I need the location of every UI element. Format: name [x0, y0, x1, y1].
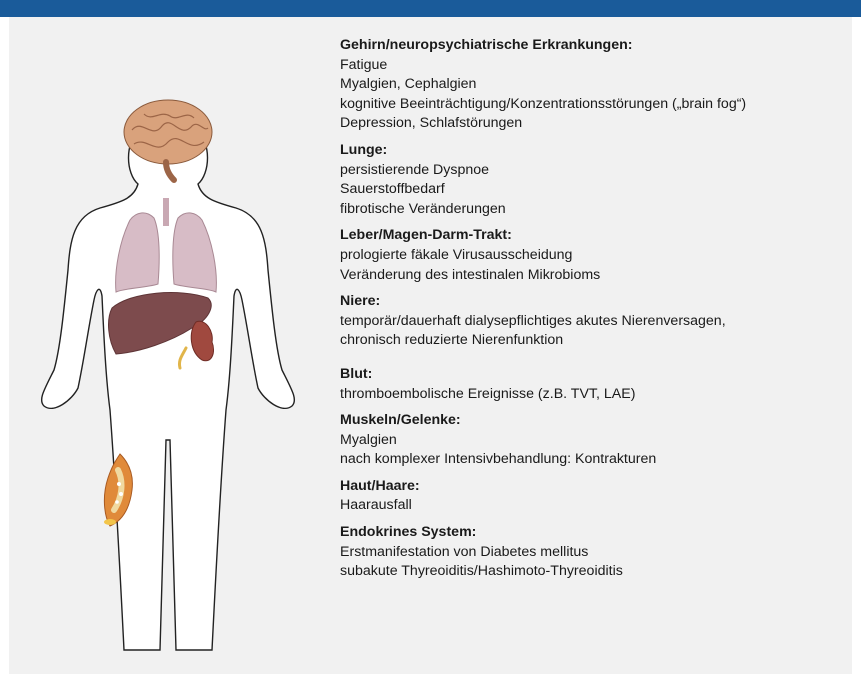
symptom-item: Myalgien	[340, 431, 840, 451]
symptom-item: Haarausfall	[340, 496, 840, 516]
symptom-item: Fatigue	[340, 56, 840, 76]
top-accent-bar	[0, 0, 861, 17]
symptom-item: Veränderung des intestinalen Mikrobioms	[340, 266, 840, 286]
section-kidney: Niere: temporär/dauerhaft dialysepflicht…	[340, 292, 840, 351]
section-title: Haut/Haare:	[340, 477, 840, 497]
section-title: Blut:	[340, 365, 840, 385]
symptom-item: Erstmanifestation von Diabetes mellitus	[340, 543, 840, 563]
symptom-item: Myalgien, Cephalgien	[340, 75, 840, 95]
section-liver-gi: Leber/Magen-Darm-Trakt: prologierte fäka…	[340, 226, 840, 285]
section-muscles-joints: Muskeln/Gelenke: Myalgien nach komplexer…	[340, 411, 840, 470]
human-body-figure	[20, 70, 310, 670]
section-skin-hair: Haut/Haare: Haarausfall	[340, 477, 840, 516]
section-blood: Blut: thromboembolische Ereignisse (z.B.…	[340, 365, 840, 404]
section-title: Lunge:	[340, 141, 840, 161]
section-title: Niere:	[340, 292, 840, 312]
section-lung: Lunge: persistierende Dyspnoe Sauerstoff…	[340, 141, 840, 219]
symptom-item: Depression, Schlafstörungen	[340, 114, 840, 134]
symptom-list: Gehirn/neuropsychiatrische Erkrankungen:…	[340, 36, 840, 589]
section-brain: Gehirn/neuropsychiatrische Erkrankungen:…	[340, 36, 840, 134]
section-title: Gehirn/neuropsychiatrische Erkrankungen:	[340, 36, 840, 56]
section-title: Muskeln/Gelenke:	[340, 411, 840, 431]
section-title: Endokrines System:	[340, 523, 840, 543]
section-endocrine: Endokrines System: Erstmanifestation von…	[340, 523, 840, 582]
symptom-item: fibrotische Veränderungen	[340, 200, 840, 220]
symptom-item: temporär/dauerhaft dialysepflichtiges ak…	[340, 312, 840, 332]
symptom-item: thromboembolische Ereignisse (z.B. TVT, …	[340, 385, 840, 405]
symptom-item: subakute Thyreoiditis/Hashimoto-Thyreoid…	[340, 562, 840, 582]
symptom-item: nach komplexer Intensivbehandlung: Kontr…	[340, 450, 840, 470]
symptom-item: chronisch reduzierte Nierenfunktion	[340, 331, 840, 351]
symptom-item: kognitive Beeinträchtigung/Konzentration…	[340, 95, 840, 115]
symptom-item: persistierende Dyspnoe	[340, 161, 840, 181]
section-title: Leber/Magen-Darm-Trakt:	[340, 226, 840, 246]
symptom-item: Sauerstoffbedarf	[340, 180, 840, 200]
symptom-item: prologierte fäkale Virusausscheidung	[340, 246, 840, 266]
